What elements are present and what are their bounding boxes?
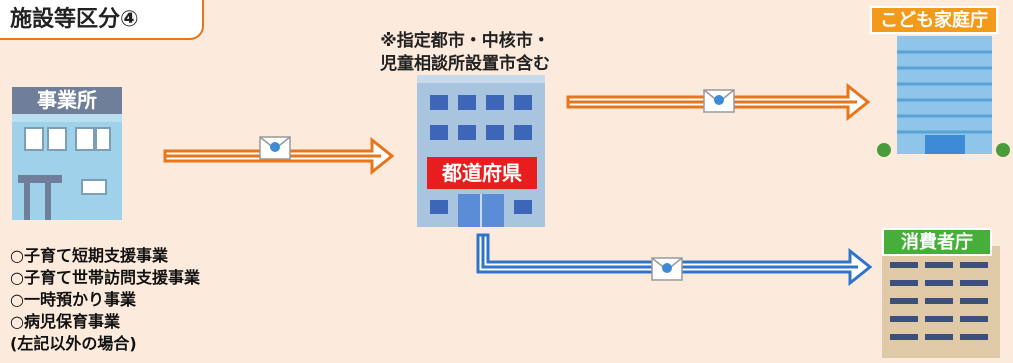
prefecture-label: 都道府県	[427, 157, 537, 189]
service-list: ○子育て短期支援事業 ○子育て世帯訪問支援事業 ○一時預かり事業 ○病児保育事業…	[10, 245, 200, 355]
list-item: ○子育て世帯訪問支援事業	[10, 268, 200, 287]
email-icon	[259, 136, 291, 160]
email-icon	[703, 89, 735, 113]
list-item: ○一時預かり事業	[10, 290, 136, 309]
email-icon	[651, 257, 683, 281]
note-line-2: 児童相談所設置市含む	[380, 54, 550, 74]
designated-city-note: ※指定都市・中核市・ 児童相談所設置市含む	[345, 30, 585, 76]
office-label: 事業所	[12, 87, 122, 114]
prefecture-building-icon	[417, 75, 545, 227]
diagram-title: 施設等区分④	[0, 0, 204, 40]
list-item: ○病児保育事業	[10, 312, 120, 331]
note-line-1: ※指定都市・中核市・	[380, 31, 550, 51]
office-building-icon	[12, 112, 122, 220]
list-item: ○子育て短期支援事業	[10, 246, 168, 265]
list-item: (左記以外の場合)	[10, 334, 137, 353]
consumer-agency-label: 消費者庁	[882, 228, 992, 256]
consumer-agency-building-icon	[882, 246, 1000, 358]
agency-building-icon	[877, 36, 1010, 157]
children-agency-label: こども家庭庁	[870, 6, 998, 34]
